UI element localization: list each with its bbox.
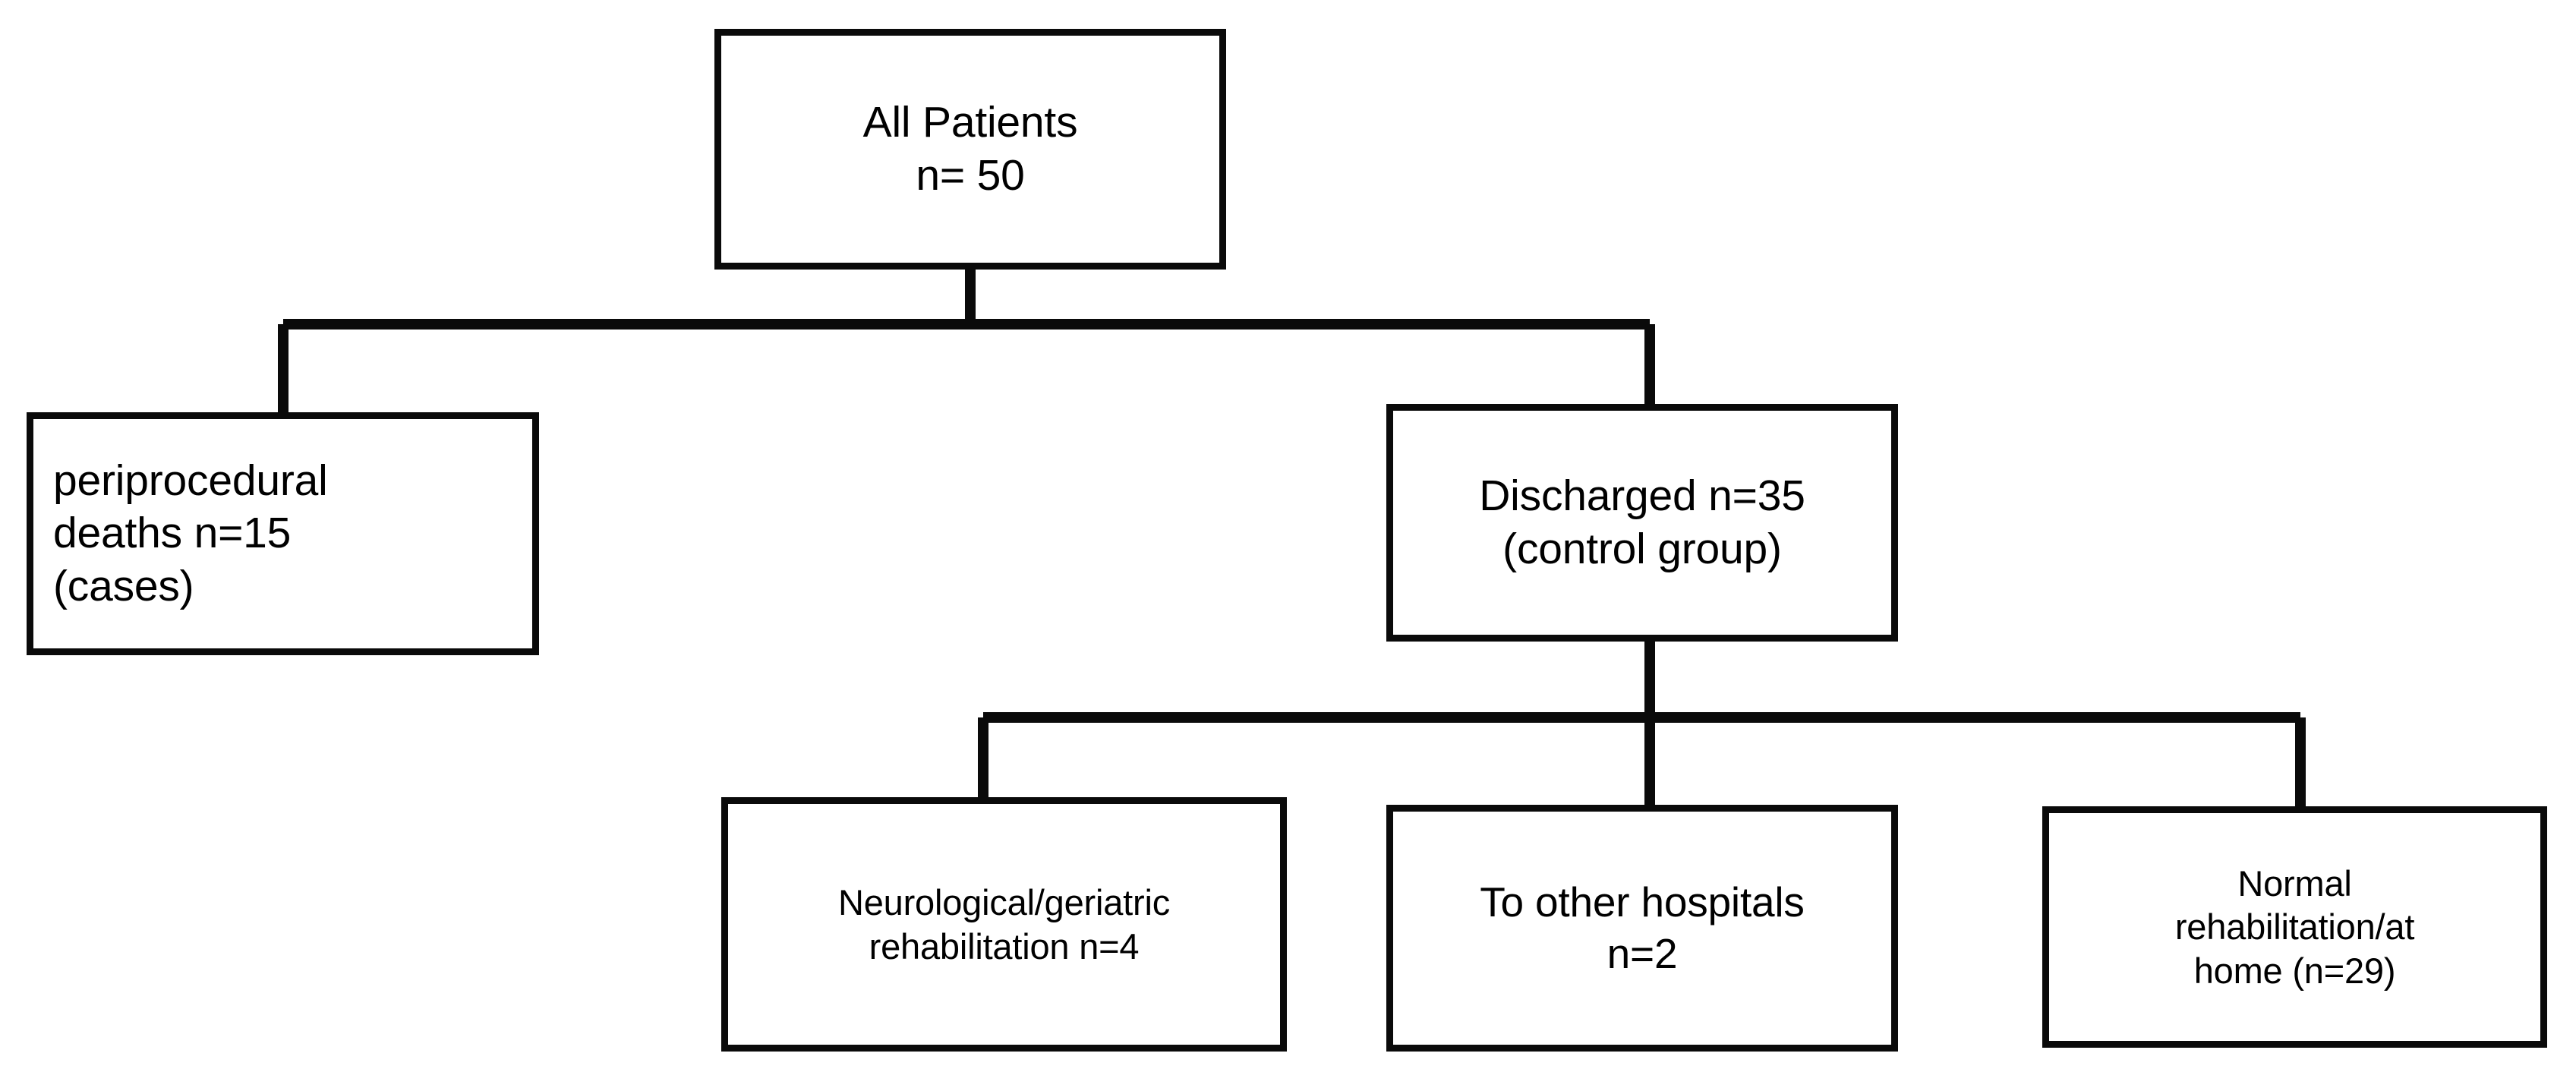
node-periprocedural-deaths: periprocedural deaths n=15 (cases) bbox=[27, 412, 539, 655]
node-periprocedural-deaths-label: periprocedural deaths n=15 (cases) bbox=[53, 456, 328, 610]
node-discharged: Discharged n=35 (control group) bbox=[1386, 404, 1898, 642]
node-discharged-label: Discharged n=35 (control group) bbox=[1479, 471, 1805, 573]
node-other-hospitals: To other hospitals n=2 bbox=[1386, 805, 1898, 1052]
node-all-patients: All Patients n= 50 bbox=[714, 29, 1226, 270]
node-neuro-geriatric-rehab: Neurological/geriatric rehabilitation n=… bbox=[721, 797, 1287, 1052]
node-other-hospitals-label: To other hospitals n=2 bbox=[1480, 878, 1805, 977]
node-all-patients-label: All Patients n= 50 bbox=[862, 97, 1078, 200]
node-normal-rehab-home-label: Normal rehabilitation/at home (n=29) bbox=[2174, 863, 2415, 991]
node-normal-rehab-home: Normal rehabilitation/at home (n=29) bbox=[2042, 806, 2547, 1048]
node-neuro-geriatric-rehab-label: Neurological/geriatric rehabilitation n=… bbox=[837, 882, 1171, 966]
